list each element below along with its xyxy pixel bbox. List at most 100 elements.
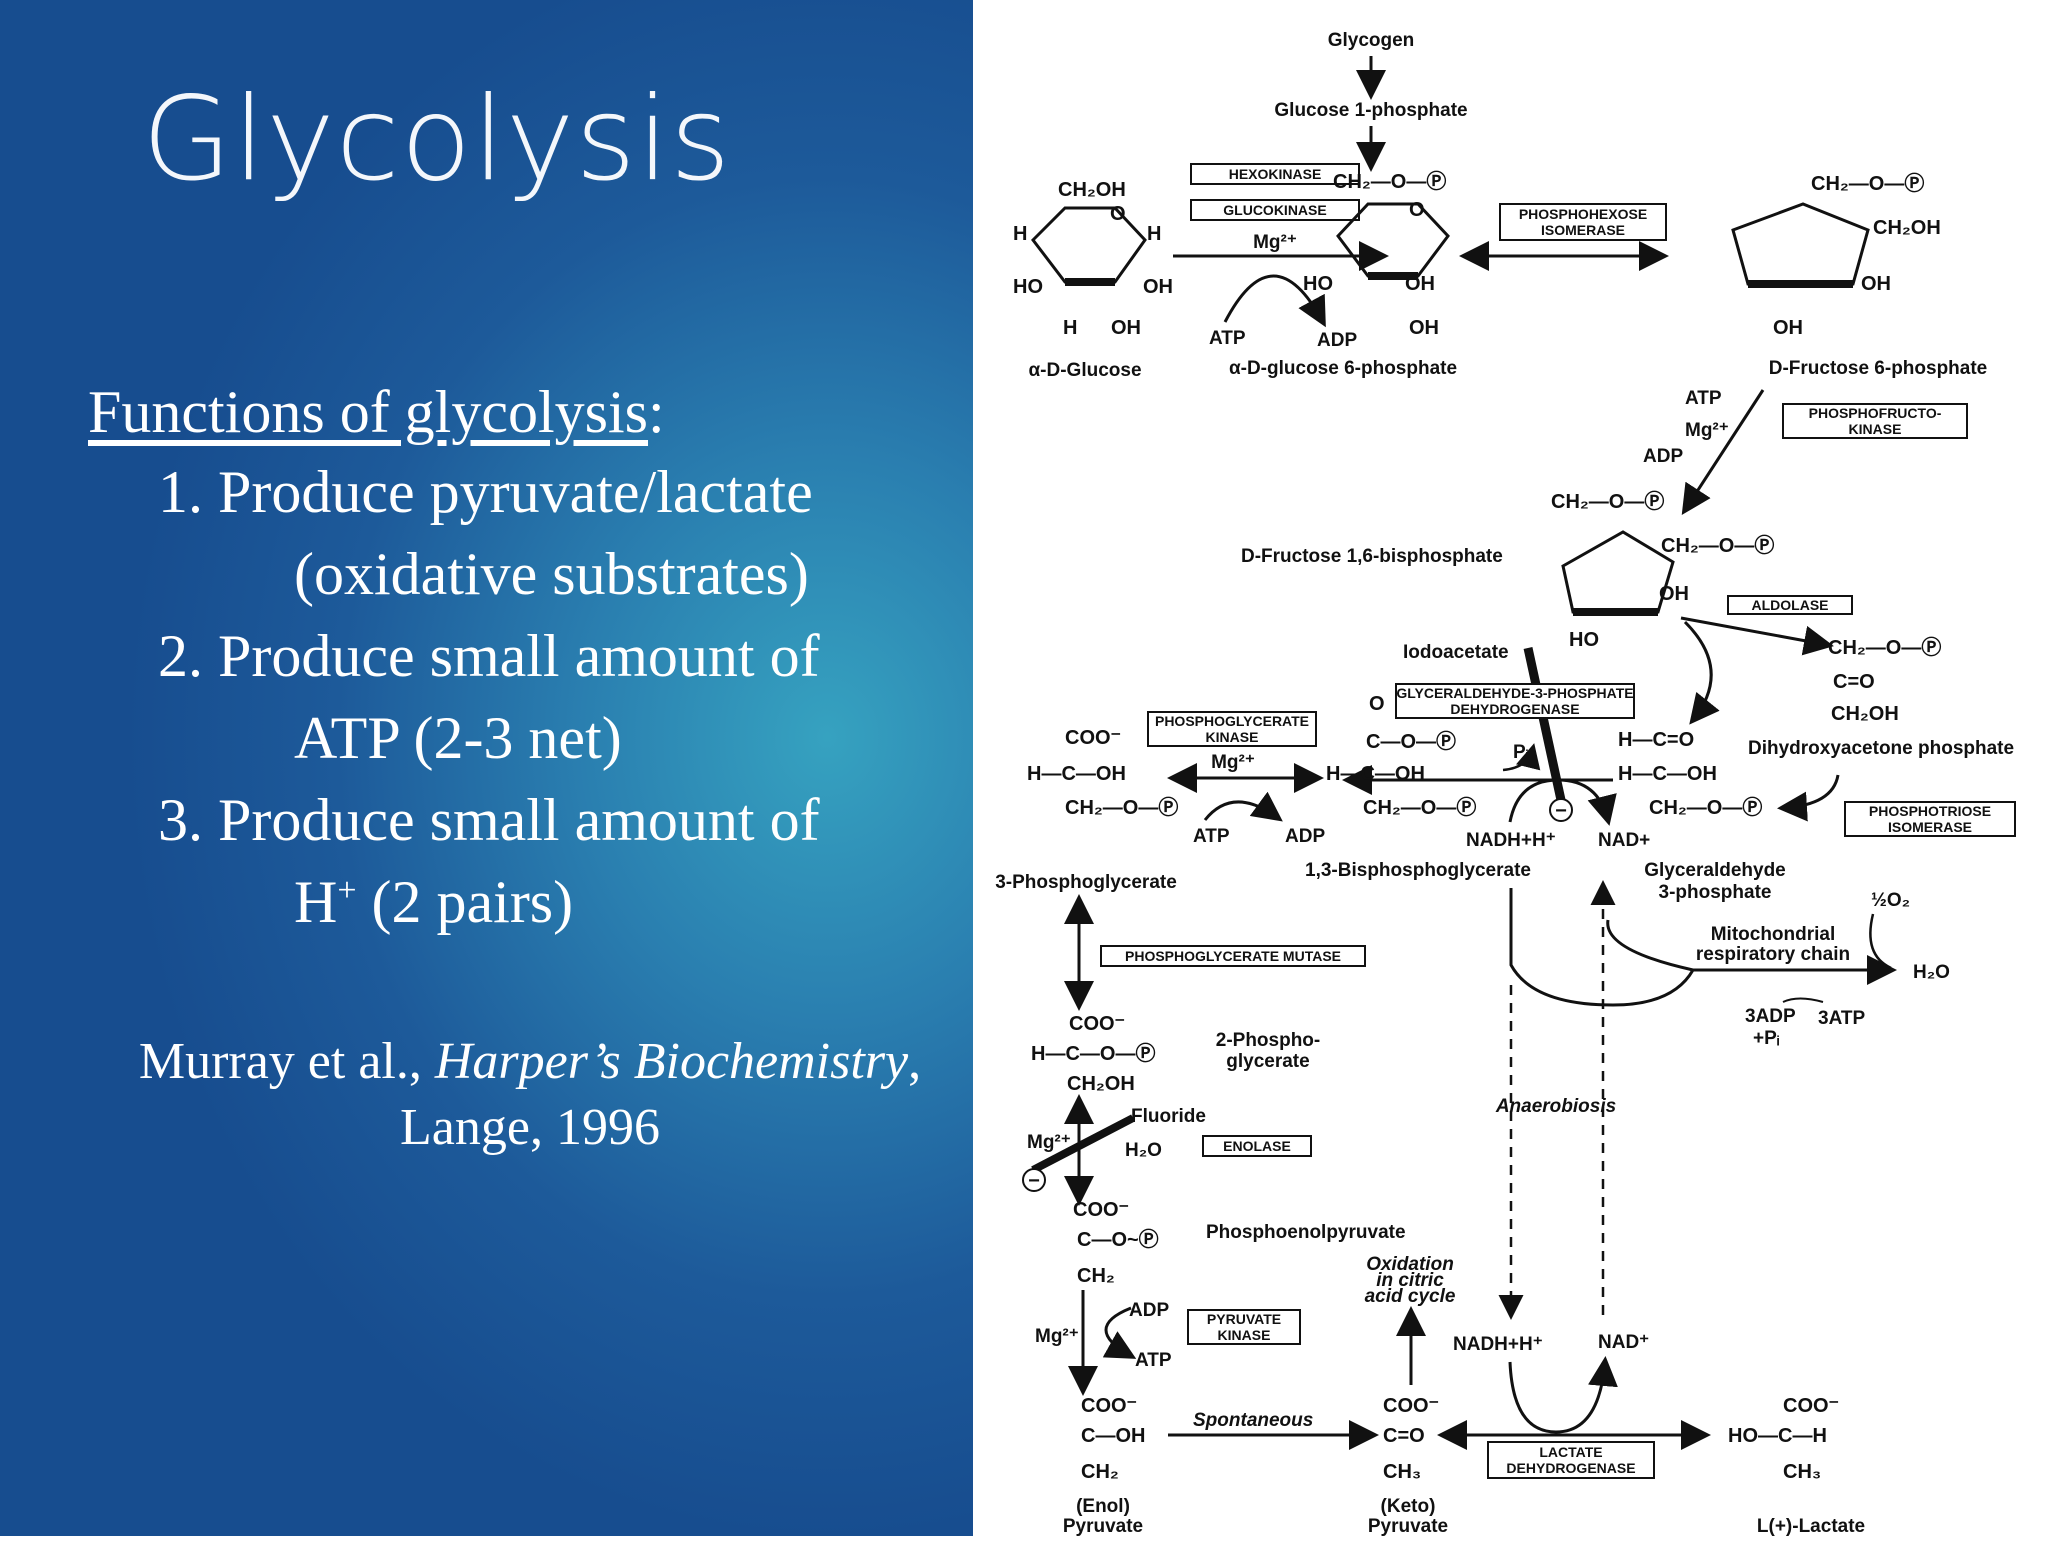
adp-pgk: ADP xyxy=(1285,826,1325,847)
pep-cop: C—O~Ⓟ xyxy=(1077,1228,1159,1251)
glucose-h2: H xyxy=(1147,223,1161,245)
dhap-ch2op: CH₂—O—Ⓟ xyxy=(1828,636,1941,659)
annotation-iodoacetate: Iodoacetate xyxy=(1403,642,1509,663)
mg-enolase: Mg²⁺ xyxy=(1027,1132,1071,1153)
svg-text:HEXOKINASE: HEXOKINASE xyxy=(1229,166,1322,182)
svg-text:PYRUVATE: PYRUVATE xyxy=(1207,1311,1281,1327)
bpg-hcoh: H—C—OH xyxy=(1326,763,1425,785)
metabolite-2pg-1: 2-Phospho- xyxy=(1216,1030,1321,1051)
enzyme-pgm: PHOSPHOGLYCERATE MUTASE xyxy=(1100,945,1366,967)
f16bp-ch2op-1: CH₂—O—Ⓟ xyxy=(1551,490,1664,513)
pg2-ch2oh: CH₂OH xyxy=(1067,1073,1135,1095)
pep-coo: COO⁻ xyxy=(1073,1199,1129,1221)
svg-text:PHOSPHOTRIOSE: PHOSPHOTRIOSE xyxy=(1869,803,1991,819)
fluoride-block-bar xyxy=(1031,1114,1135,1174)
f6p-ring xyxy=(1731,202,1870,286)
svg-text:GLYCERALDEHYDE-3-PHOSPHATE: GLYCERALDEHYDE-3-PHOSPHATE xyxy=(1396,685,1633,701)
mg-hexokinase: Mg²⁺ xyxy=(1253,232,1297,253)
dhap-ch2oh: CH₂OH xyxy=(1831,703,1899,725)
metabolite-2pg-2: glycerate xyxy=(1226,1051,1309,1072)
metabolite-g3p-2: 3-phosphate xyxy=(1659,882,1772,903)
nad-curve xyxy=(1508,778,1617,826)
metabolite-dhap: Dihydroxyacetone phosphate xyxy=(1748,738,2014,759)
pi-curve xyxy=(1502,743,1541,772)
annotation-fluoride: Fluoride xyxy=(1131,1106,1206,1127)
ketopyr-ch3: CH₃ xyxy=(1383,1461,1421,1483)
glucose-structure: CH₂OH O H H HO OH H OH xyxy=(1013,179,1173,339)
glucose-oh2: OH xyxy=(1111,317,1141,339)
metabolite-glucose-1p: Glucose 1-phosphate xyxy=(1274,100,1467,121)
iodoacetate-block-bar xyxy=(1523,647,1566,801)
function-item-1: 1. Produce pyruvate/lactate xyxy=(158,459,813,525)
citation-line-2: Lange, 1996 xyxy=(400,1099,660,1156)
glucose-h3: H xyxy=(1063,317,1077,339)
mg-pgk: Mg²⁺ xyxy=(1211,752,1255,773)
svg-text:ISOMERASE: ISOMERASE xyxy=(1541,222,1625,238)
glucose-o: O xyxy=(1110,203,1126,225)
g6p-oh2: OH xyxy=(1409,317,1439,339)
g6p-ch2op: CH₂—O—Ⓟ xyxy=(1333,170,1446,193)
dhap-co: C=O xyxy=(1833,671,1875,693)
f6p-structure: CH₂—O—Ⓟ CH₂OH OH OH xyxy=(1731,172,1941,339)
f16bp-ch2op-2: CH₂—O—Ⓟ xyxy=(1661,534,1774,557)
h-symbol: H xyxy=(294,869,338,935)
g6p-oh: OH xyxy=(1405,273,1435,295)
h2o-enolase: H₂O xyxy=(1125,1140,1162,1161)
glucose-ch2oh: CH₂OH xyxy=(1058,179,1126,201)
annotation-spontaneous: Spontaneous xyxy=(1193,1410,1313,1431)
metabolite-glycogen: Glycogen xyxy=(1328,30,1415,51)
slide-title: Glycolysis xyxy=(142,72,732,207)
g3p-hcoh: H—C—OH xyxy=(1618,763,1717,785)
inhibition-symbol-1 xyxy=(1549,798,1573,822)
bpg-ch2op: CH₂—O—Ⓟ xyxy=(1363,796,1476,819)
functions-heading-colon: : xyxy=(648,379,665,445)
metabolite-enol-pyruvate-2: Pyruvate xyxy=(1063,1516,1143,1536)
metabolite-glucose: α-D-Glucose xyxy=(1028,360,1141,381)
atp-adp-curve-pgk xyxy=(1203,791,1283,822)
lactate-coo: COO⁻ xyxy=(1783,1395,1839,1417)
h-pairs: (2 pairs) xyxy=(356,869,574,935)
g6p-ho: HO xyxy=(1303,273,1333,295)
arrow-dhap-g3p xyxy=(1777,774,1840,822)
atp-pgk: ATP xyxy=(1193,826,1230,847)
mitochondrial-path xyxy=(1509,888,1897,1007)
pg3-ch2op: CH₂—O—Ⓟ xyxy=(1065,796,1178,819)
enolpyr-coh: C—OH xyxy=(1081,1425,1145,1447)
annotation-mito-1: Mitochondrial xyxy=(1711,924,1836,945)
pg3-hcoh: H—C—OH xyxy=(1027,763,1126,785)
svg-text:KINASE: KINASE xyxy=(1849,421,1902,437)
functions-heading-text: Functions of glycolysis xyxy=(88,379,649,445)
glucose-oh: OH xyxy=(1143,276,1173,298)
plus-pi: +Pᵢ xyxy=(1753,1028,1780,1049)
svg-text:PHOSPHOHEXOSE: PHOSPHOHEXOSE xyxy=(1519,206,1647,222)
function-item-3-detail: H+ (2 pairs) xyxy=(294,868,573,937)
atp-1: ATP xyxy=(1209,328,1246,349)
annotation-oxidation-2: in citric xyxy=(1376,1270,1444,1291)
metabolite-glucose-6p: α-D-glucose 6-phosphate xyxy=(1229,358,1457,379)
citation-authors: Murray et al., xyxy=(138,1033,435,1090)
svg-text:DEHYDROGENASE: DEHYDROGENASE xyxy=(1450,701,1579,717)
pg3-coo: COO⁻ xyxy=(1065,727,1121,749)
svg-text:ALDOLASE: ALDOLASE xyxy=(1752,597,1829,613)
svg-text:KINASE: KINASE xyxy=(1218,1327,1271,1343)
f16bp-ho: HO xyxy=(1569,629,1599,651)
f16bp-oh: OH xyxy=(1659,583,1689,605)
slide-text-panel: Glycolysis Functions of glycolysis: 1. P… xyxy=(0,0,973,1536)
metabolite-enol-pyruvate-1: (Enol) xyxy=(1076,1496,1130,1517)
arrow-aldolase-dhap xyxy=(1680,616,1834,656)
nadh-gapdh: NADH+H⁺ xyxy=(1466,830,1556,851)
nad-gapdh: NAD+ xyxy=(1598,830,1650,851)
adp-atp-curve-pk xyxy=(1102,1306,1137,1359)
mg-2: Mg²⁺ xyxy=(1685,420,1729,441)
f16bp-structure: CH₂—O—Ⓟ CH₂—O—Ⓟ OH HO xyxy=(1551,490,1774,651)
atp-2: ATP xyxy=(1685,388,1722,409)
svg-text:PHOSPHOGLYCERATE MUTASE: PHOSPHOGLYCERATE MUTASE xyxy=(1125,948,1341,964)
enzyme-phosphofructokinase: PHOSPHOFRUCTO-KINASE xyxy=(1782,403,1968,439)
atp-adp-curve-1 xyxy=(1223,274,1326,328)
citation-line-1: Murray et al., Harper’s Biochemistry, xyxy=(0,1032,1060,1091)
metabolite-3pg: 3-Phosphoglycerate xyxy=(995,872,1177,893)
metabolite-pep: Phosphoenolpyruvate xyxy=(1206,1222,1406,1243)
